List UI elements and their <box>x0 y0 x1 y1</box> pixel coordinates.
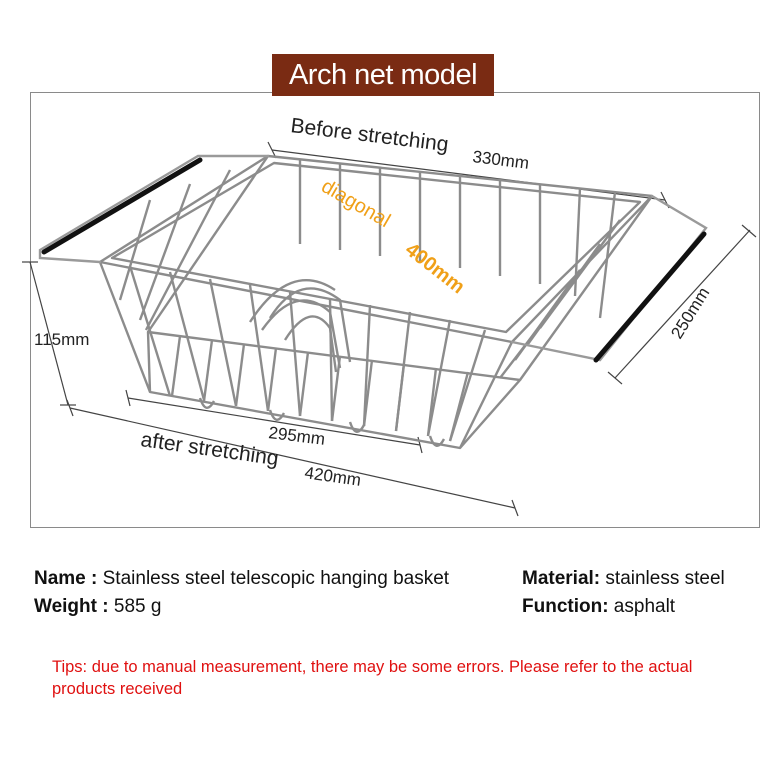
basket-wire <box>98 154 654 450</box>
before-stretching-value: 330mm <box>472 147 531 173</box>
spec-function: Function: asphalt <box>522 596 675 618</box>
spec-weight: Weight : 585 g <box>34 596 161 618</box>
spec-function-value: asphalt <box>608 596 676 617</box>
spec-name-value: Stainless steel telescopic hanging baske… <box>97 568 450 589</box>
spec-weight-value: 585 g <box>108 596 162 617</box>
after-stretching-value: 420mm <box>303 463 362 490</box>
diagonal-label: diagonal <box>318 175 394 232</box>
before-stretching-label: Before stretching <box>289 114 449 156</box>
spec-name: Name : Stainless steel telescopic hangin… <box>34 568 449 590</box>
base-value: 295mm <box>268 423 327 449</box>
after-stretching-label: after stretching <box>139 428 280 470</box>
spec-material: Material: stainless steel <box>522 568 725 590</box>
spec-function-label: Function: <box>522 596 609 617</box>
measurement-tips: Tips: due to manual measurement, there m… <box>52 658 693 698</box>
diagonal-value: 400mm <box>401 239 469 299</box>
basket-handles <box>38 154 708 363</box>
spec-material-label: Material: <box>522 568 601 589</box>
dimension-lines <box>22 141 757 517</box>
spec-weight-label: Weight : <box>34 596 109 617</box>
spec-name-label: Name : <box>34 568 98 589</box>
model-title: Arch net model <box>272 54 494 96</box>
spec-material-value: stainless steel <box>600 568 725 589</box>
height-value: 115mm <box>34 330 89 349</box>
